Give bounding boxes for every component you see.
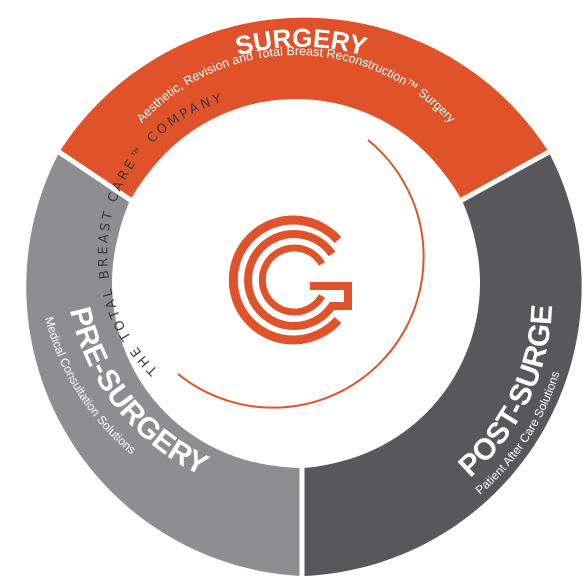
post-surgery-segment [304,152,582,576]
pre-surgery-segment [26,152,300,576]
center-disc [112,99,480,467]
segment-divider [57,149,134,204]
company-logo-icon [228,215,352,345]
segment-divider [458,149,551,204]
accent-arc [177,139,425,409]
